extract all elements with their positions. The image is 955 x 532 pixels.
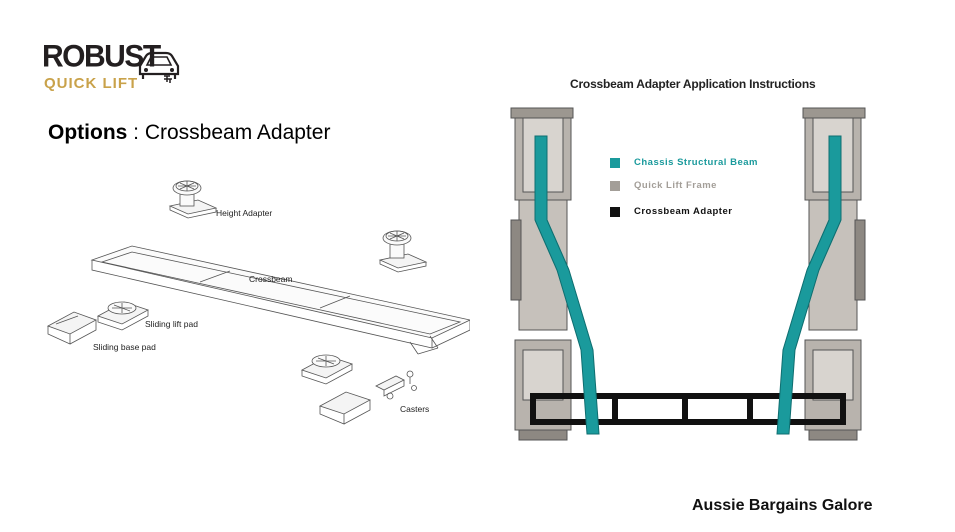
lift-pad-2-drawing xyxy=(300,354,354,385)
instructions-title: Crossbeam Adapter Application Instructio… xyxy=(570,77,816,91)
options-label: Options xyxy=(48,121,128,144)
car-lift-icon xyxy=(138,51,180,83)
legend-item-crossbeam-adapter: Crossbeam Adapter xyxy=(610,206,732,220)
casters-drawing xyxy=(375,370,417,400)
height-adapter-2 xyxy=(378,230,428,273)
sliding-lift-pad-drawing xyxy=(96,301,150,331)
footer-brand: Aussie Bargains Galore xyxy=(692,497,873,514)
options-separator: : xyxy=(127,121,145,144)
crossbeam-label: Crossbeam xyxy=(249,274,293,284)
logo-wordmark: ROBUST xyxy=(42,39,161,74)
sliding-lift-pad-label: Sliding lift pad xyxy=(145,319,198,329)
base-pad-2-drawing xyxy=(318,391,372,425)
height-adapter-label: Height Adapter xyxy=(216,208,273,218)
brand-logo: ROBUST QUICK LIFT xyxy=(40,39,190,96)
logo-tagline: QUICK LIFT xyxy=(44,75,139,92)
crossbeam-adapter-frame xyxy=(530,393,846,425)
chassis-beams xyxy=(535,136,841,435)
options-value: Crossbeam Adapter xyxy=(144,121,331,144)
sliding-base-pad-label: Sliding base pad xyxy=(93,342,156,352)
options-heading: Options : Crossbeam Adapter xyxy=(48,120,330,146)
legend-item-chassis-beam: Chassis Structural Beam xyxy=(610,157,758,171)
height-adapter-1 xyxy=(168,180,218,219)
parts-diagram xyxy=(47,180,470,425)
casters-label: Casters xyxy=(400,404,430,414)
legend-swatch-teal xyxy=(610,157,620,168)
sliding-base-pad-drawing xyxy=(47,311,97,345)
lift-frame-diagram xyxy=(510,107,866,441)
crossbeam-drawing xyxy=(90,245,470,355)
legend-item-lift-frame: Quick Lift Frame xyxy=(610,180,717,194)
chassis-beam-outline xyxy=(534,135,842,435)
legend-swatch-gray xyxy=(610,180,620,191)
legend-swatch-black xyxy=(610,206,620,217)
